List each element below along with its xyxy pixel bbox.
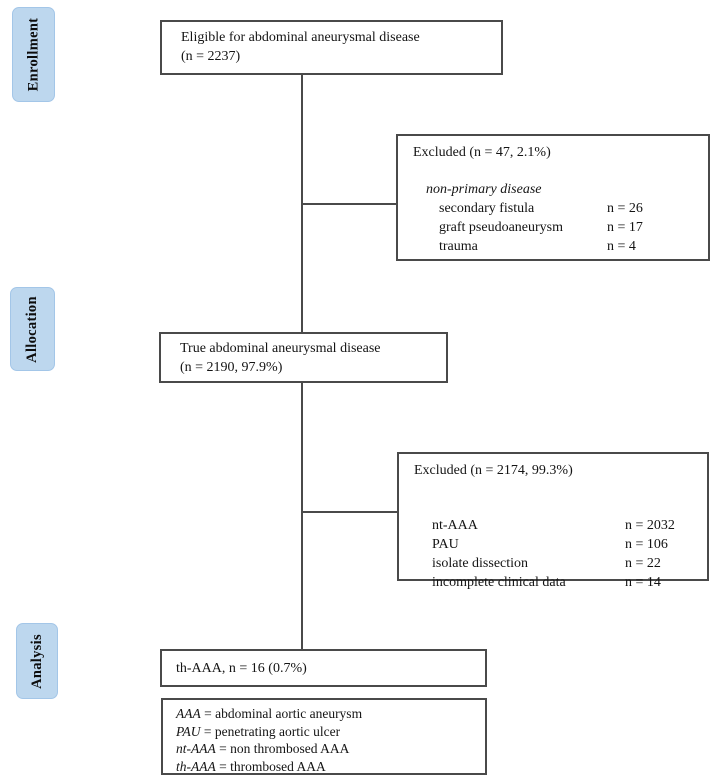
box-excluded-2: Excluded (n = 2174, 99.3%) nt-AAA n = 20… [397, 452, 709, 590]
excluded-2-row-label: incomplete clinical data [432, 575, 566, 590]
box-true-disease-line1: True abdominal aneurysmal disease [180, 341, 381, 356]
box-excluded-1: Excluded (n = 47, 2.1%) non-primary dise… [396, 134, 710, 261]
legend-row: th-AAA = thrombosed AAA [176, 758, 477, 776]
excluded-2-row: PAU n = 106 [414, 535, 699, 554]
excluded-1-row-value: n = 26 [607, 201, 643, 216]
excluded-2-row-value: n = 106 [625, 537, 668, 552]
legend-abbr: PAU [176, 723, 201, 739]
excluded-2-row: isolate dissection n = 22 [414, 554, 699, 573]
box-eligible: Eligible for abdominal aneurysmal diseas… [160, 20, 503, 75]
stage-badge-enrollment: Enrollment [12, 7, 55, 102]
stage-badge-analysis: Analysis [16, 623, 58, 699]
legend-row: AAA = abdominal aortic aneurysm [176, 705, 477, 723]
excluded-1-row: secondary fistula n = 26 [413, 199, 700, 218]
connector-branch-excluded-2 [301, 511, 397, 513]
legend-abbr: th-AAA [176, 758, 216, 774]
excluded-2-row: nt-AAA n = 2032 [414, 516, 699, 535]
legend-definition: = abdominal aortic aneurysm [200, 706, 363, 721]
excluded-2-row-label: isolate dissection [432, 556, 529, 571]
excluded-1-row: graft pseudoaneurysm n = 17 [413, 218, 700, 237]
legend-row: nt-AAA = non thrombosed AAA [176, 740, 477, 758]
excluded-2-row: incomplete clinical data n = 14 [414, 573, 699, 592]
legend-definition: = non thrombosed AAA [215, 741, 350, 756]
legend-definition: = penetrating aortic ulcer [200, 723, 341, 739]
excluded-1-row-value: n = 4 [607, 239, 636, 254]
excluded-1-row-label: trauma [439, 239, 478, 254]
stage-badge-allocation: Allocation [10, 287, 55, 371]
box-excluded-1-title: Excluded (n = 47, 2.1%) [413, 145, 551, 160]
connector-vertical-2 [301, 383, 303, 650]
legend-definition: = thrombosed AAA [215, 758, 326, 774]
legend-abbr: AAA [176, 706, 201, 721]
box-analysis-result: th-AAA, n = 16 (0.7%) [160, 649, 487, 687]
connector-branch-excluded-1 [301, 203, 396, 205]
box-true-disease: True abdominal aneurysmal disease (n = 2… [159, 332, 448, 383]
stage-label-enrollment: Enrollment [25, 17, 41, 92]
excluded-2-row-value: n = 14 [625, 575, 661, 590]
excluded-2-row-label: nt-AAA [432, 518, 478, 533]
box-true-disease-line2: (n = 2190, 97.9%) [180, 360, 283, 375]
box-excluded-2-title: Excluded (n = 2174, 99.3%) [414, 463, 573, 478]
excluded-1-row: trauma n = 4 [413, 237, 700, 256]
box-eligible-line1: Eligible for abdominal aneurysmal diseas… [181, 30, 420, 45]
spacer [414, 498, 699, 516]
excluded-2-row-value: n = 22 [625, 556, 661, 571]
stage-label-analysis: Analysis [28, 633, 45, 689]
box-eligible-line2: (n = 2237) [181, 49, 241, 64]
excluded-1-row-value: n = 17 [607, 220, 643, 235]
legend-row: PAU = penetrating aortic ulcer [176, 723, 477, 741]
box-excluded-1-subtitle: non-primary disease [426, 182, 542, 197]
excluded-1-row-label: secondary fistula [439, 201, 535, 216]
excluded-2-row-label: PAU [432, 537, 459, 552]
box-analysis-result-text: th-AAA, n = 16 (0.7%) [176, 660, 307, 676]
excluded-1-row-label: graft pseudoaneurysm [439, 220, 564, 235]
stage-label-allocation: Allocation [24, 295, 41, 363]
box-legend: AAA = abdominal aortic aneurysm PAU = pe… [161, 698, 487, 775]
legend-abbr: nt-AAA [176, 741, 216, 756]
excluded-2-row-value: n = 2032 [625, 518, 675, 533]
